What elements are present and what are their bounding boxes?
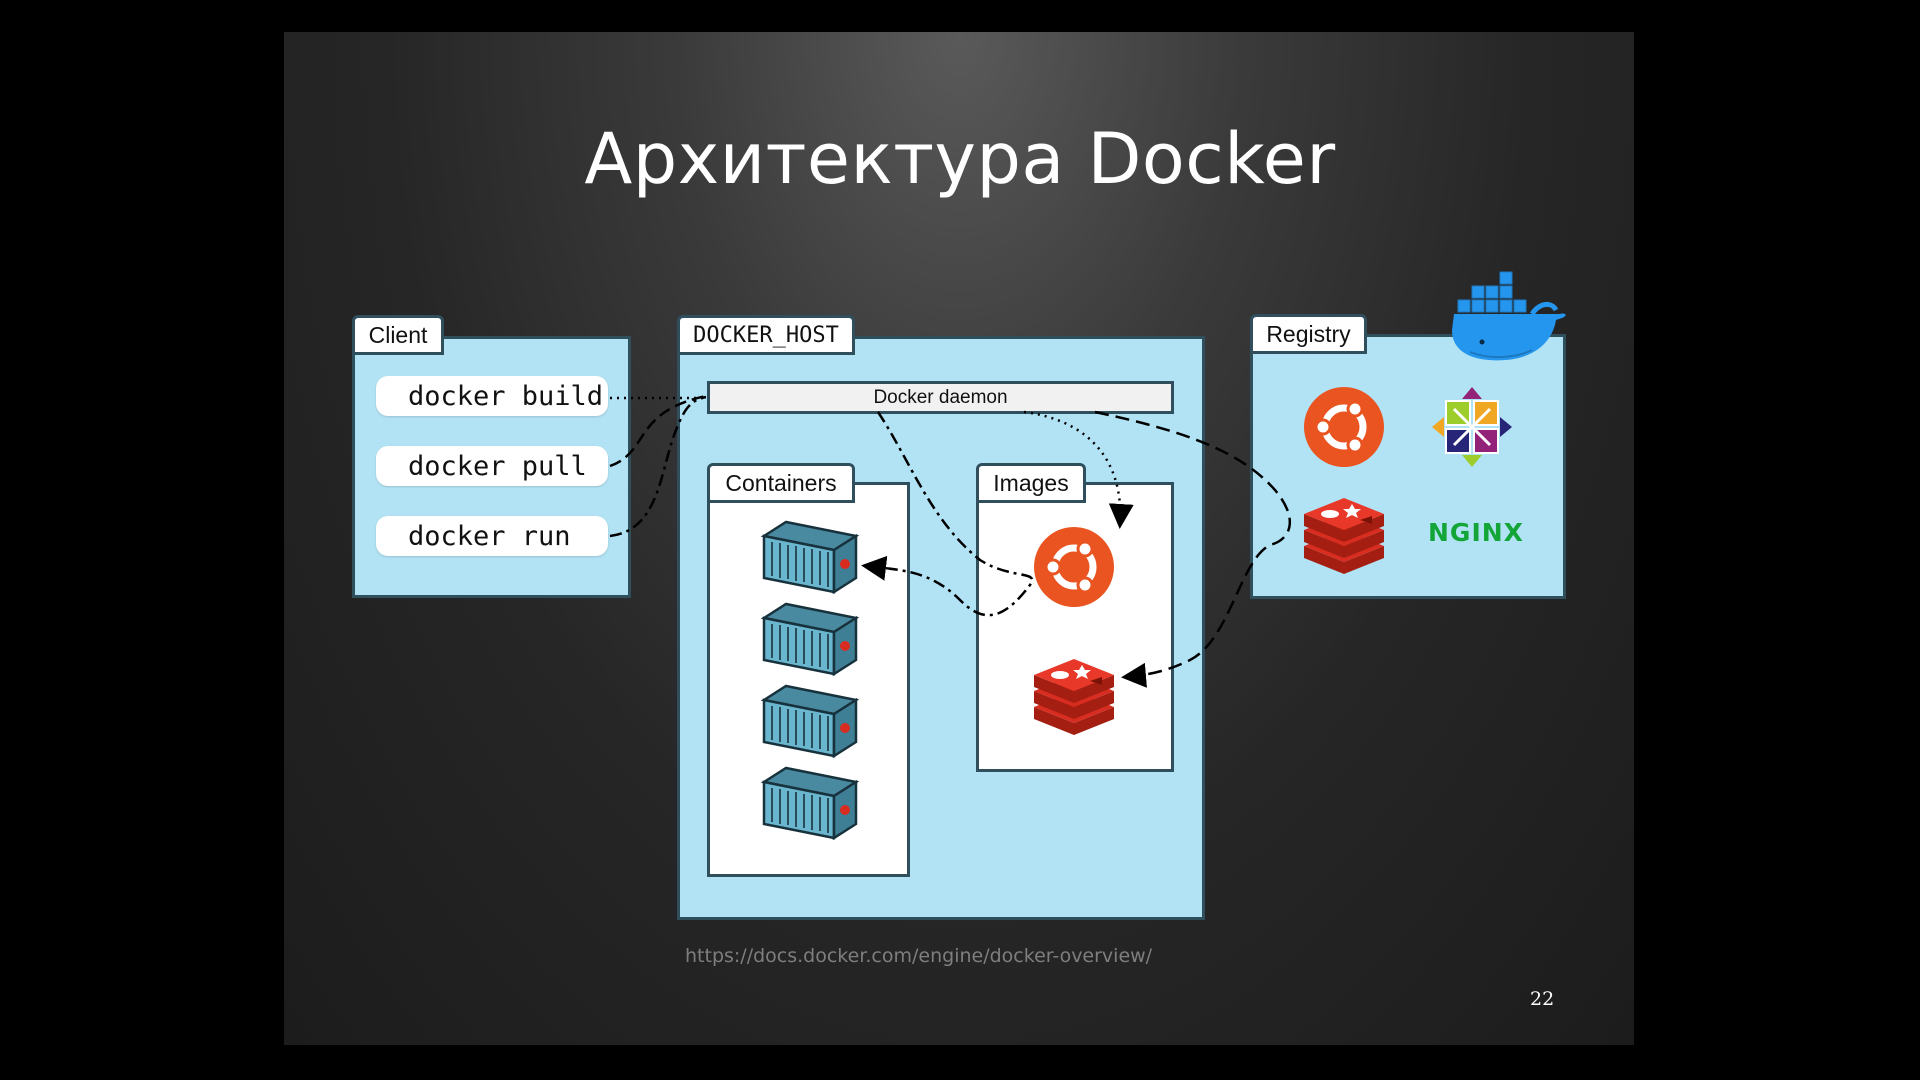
container-icon [762,520,858,594]
build-to-image-connector [1023,410,1134,529]
docker-whale-icon [1452,271,1566,361]
docker-build-command: docker build [376,376,608,416]
image-redis-icon [1034,659,1114,735]
pull-connector [609,394,707,468]
run-image-to-container-connector [861,411,1034,617]
image-ubuntu-icon [1034,527,1114,607]
images-tab: Images [976,463,1086,503]
docker-host-tab: DOCKER_HOST [677,315,855,355]
slide-title: Архитектура Docker [584,118,1336,200]
container-icon [762,602,858,676]
registry-panel [1250,334,1566,599]
source-url: https://docs.docker.com/engine/docker-ov… [685,945,1153,967]
docker-pull-command: docker pull [376,446,608,486]
registry-ubuntu-icon [1304,387,1384,467]
nginx-logo: NGINX [1428,518,1524,547]
docker-run-command: docker run [376,516,608,556]
page-number: 22 [1530,988,1555,1010]
pull-registry-connector [1094,410,1292,688]
run-connector [609,395,707,538]
container-icon [762,684,858,758]
containers-tab: Containers [707,463,855,503]
docker-daemon-bar: Docker daemon [707,381,1174,414]
centos-icon [1432,387,1512,467]
registry-tab: Registry [1250,314,1367,354]
client-tab: Client [352,315,444,355]
registry-redis-icon [1304,498,1384,574]
container-icon [762,766,858,840]
